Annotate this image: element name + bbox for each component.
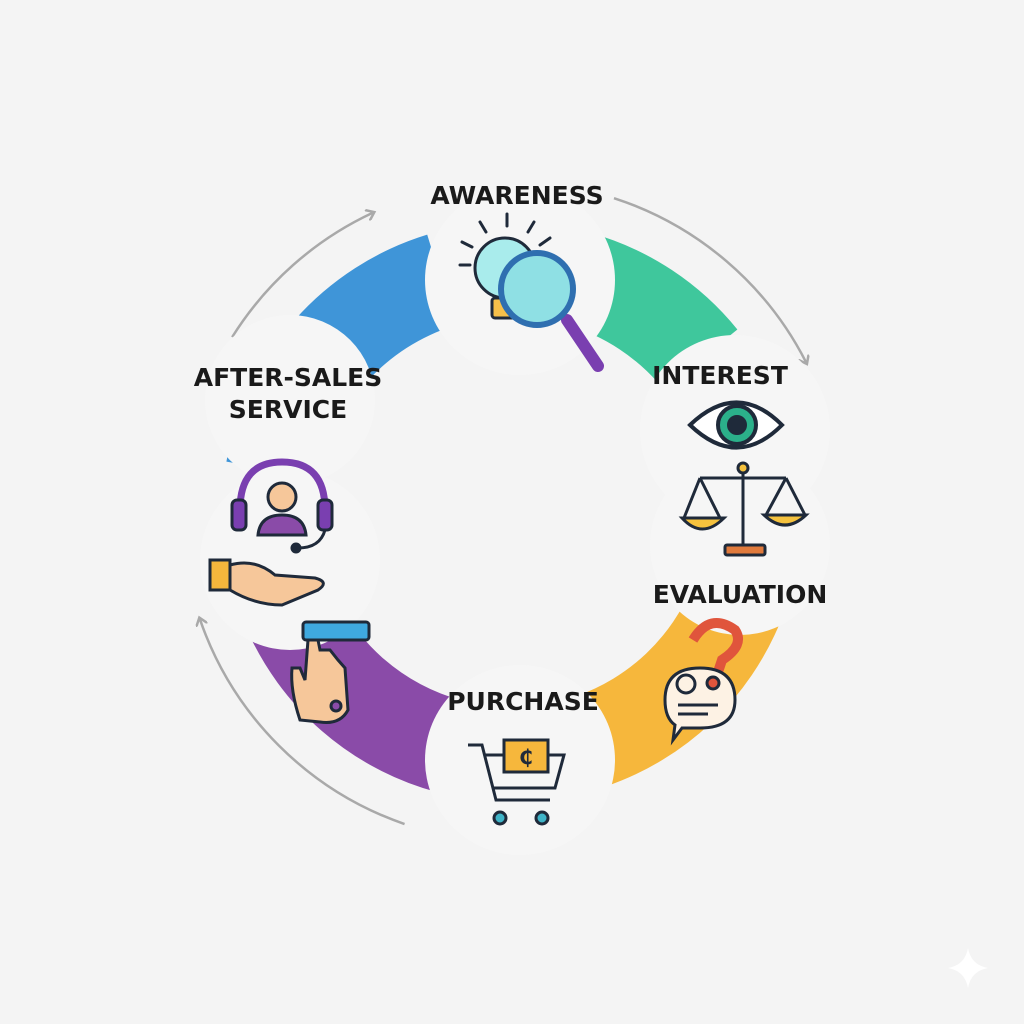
svg-text:₵: ₵ xyxy=(519,745,533,769)
label-evaluation: EVALUATION xyxy=(653,580,828,609)
label-after-sales-1: AFTER-SALES xyxy=(194,363,383,392)
headset-support-icon xyxy=(230,458,334,554)
label-interest: INTEREST xyxy=(652,361,788,390)
cycle-arrow xyxy=(231,213,372,338)
cycle-arrow xyxy=(200,619,405,826)
question-chat-icon xyxy=(663,617,743,746)
label-after-sales-2: SERVICE xyxy=(229,395,347,424)
hand-card-icon xyxy=(290,620,371,724)
lightbulb-magnifier-icon xyxy=(458,212,604,372)
label-awareness: AWARENESS xyxy=(430,181,603,210)
after-sales-node xyxy=(205,315,375,485)
scales-icon xyxy=(678,461,810,557)
sparkle-icon xyxy=(948,948,988,988)
cycle-arrow xyxy=(613,196,806,362)
label-purchase: PURCHASE xyxy=(447,687,599,716)
shopping-cart-icon: ₵ xyxy=(468,738,566,826)
eye-icon xyxy=(687,400,785,450)
open-hand-icon xyxy=(208,558,325,607)
